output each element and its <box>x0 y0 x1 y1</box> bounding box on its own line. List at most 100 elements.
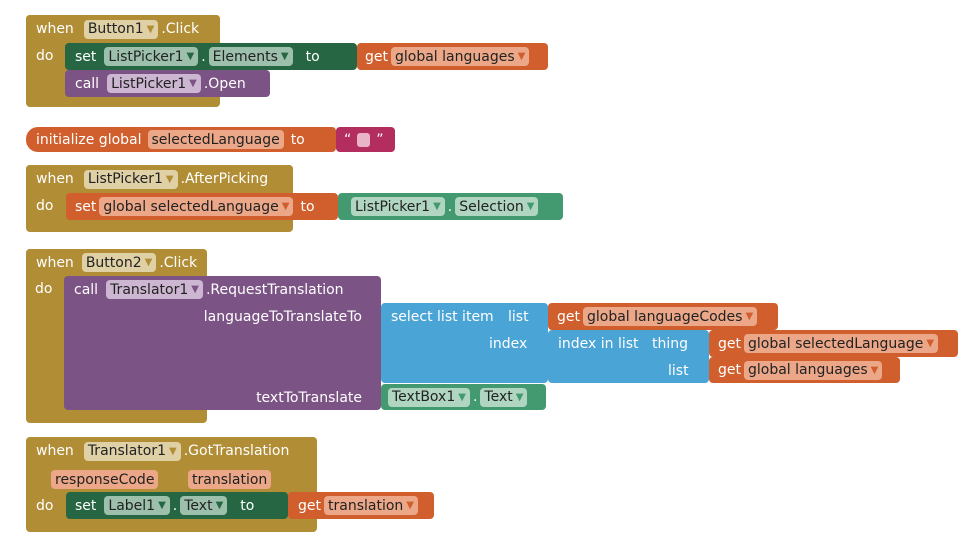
variable-dropdown[interactable]: global languageCodes▼ <box>583 307 758 326</box>
do-label: do <box>35 281 53 297</box>
dropdown-arrow-icon: ▼ <box>406 500 414 511</box>
method-name: .RequestTranslation <box>205 281 344 298</box>
param-name: responseCode <box>55 471 155 488</box>
component-name: Button1 <box>87 21 144 37</box>
dropdown-arrow-icon: ▼ <box>186 51 195 62</box>
variable-name: global selectedLanguage <box>748 335 924 352</box>
property-dropdown[interactable]: Text▼ <box>180 496 228 515</box>
call-header: call Translator1▼ .RequestTranslation <box>64 276 344 303</box>
call-method-block[interactable]: call ListPicker1▼ .Open <box>65 70 270 97</box>
param-name: translation <box>192 471 268 488</box>
component-name: Translator1 <box>110 281 189 298</box>
set-label: set <box>75 497 97 514</box>
arg-language-label: languageToTranslateTo <box>203 309 362 325</box>
dropdown-arrow-icon: ▼ <box>458 391 466 403</box>
param-translation[interactable]: translation <box>188 470 272 489</box>
dropdown-arrow-icon: ▼ <box>515 391 524 403</box>
set-property-block[interactable]: set Label1▼ . Text▼ to <box>66 492 288 519</box>
component-dropdown[interactable]: ListPicker1▼ <box>107 74 201 93</box>
index-label: index <box>489 336 528 352</box>
set-label: set <box>75 48 97 65</box>
event-header: when Button2▼ .Click <box>26 249 207 276</box>
variable-name-field[interactable]: selectedLanguage <box>147 130 284 149</box>
to-label: to <box>240 497 255 514</box>
component-name: ListPicker1 <box>111 75 187 92</box>
get-label: get <box>718 362 741 378</box>
thing-label: thing <box>652 336 689 352</box>
event-name: .Click <box>161 21 200 37</box>
dropdown-arrow-icon: ▼ <box>926 338 935 349</box>
variable-name: global languages <box>395 48 515 65</box>
variable-dropdown[interactable]: global selectedLanguage▼ <box>99 197 294 216</box>
property-dropdown[interactable]: Selection▼ <box>455 197 539 216</box>
component-dropdown[interactable]: ListPicker1▼ <box>351 197 445 216</box>
component-dropdown[interactable]: Label1▼ <box>104 496 170 515</box>
dropdown-arrow-icon: ▼ <box>189 78 197 89</box>
to-label: to <box>305 48 320 65</box>
get-variable-block[interactable]: get global languages▼ <box>709 357 900 383</box>
component-property-getter[interactable]: ListPicker1▼ . Selection▼ <box>338 193 563 220</box>
property-dropdown[interactable]: Text▼ <box>480 387 528 407</box>
arg-text-label: textToTranslate <box>256 390 362 406</box>
event-name: .Click <box>159 254 198 271</box>
select-list-item-label: select list item <box>391 309 494 325</box>
component-dropdown[interactable]: Translator1▼ <box>83 441 181 461</box>
component-dropdown[interactable]: Translator1▼ <box>106 280 203 299</box>
event-header: when Translator1▼ .GotTranslation <box>26 437 289 465</box>
dropdown-arrow-icon: ▼ <box>191 284 199 295</box>
do-label: do <box>36 198 54 214</box>
component-property-getter[interactable]: TextBox1▼ . Text▼ <box>381 384 546 410</box>
initialize-global-block[interactable]: initialize global selectedLanguage to <box>26 127 336 152</box>
open-quote: “ <box>344 131 352 148</box>
component-name: Translator1 <box>87 443 166 459</box>
set-property-block[interactable]: set ListPicker1▼ . Elements▼ to <box>65 43 357 70</box>
get-variable-block[interactable]: get global languages▼ <box>357 43 548 70</box>
dropdown-arrow-icon: ▼ <box>280 51 289 62</box>
list-label: list <box>508 309 529 325</box>
select-list-item-block[interactable] <box>381 303 548 383</box>
get-label: get <box>718 335 741 352</box>
when-label: when <box>36 21 74 37</box>
dot: . <box>172 497 178 514</box>
dropdown-arrow-icon: ▼ <box>870 364 879 376</box>
variable-dropdown[interactable]: global languages▼ <box>391 47 530 66</box>
component-dropdown[interactable]: ListPicker1▼ <box>83 169 178 189</box>
init-label: initialize global <box>36 131 142 148</box>
text-value-field[interactable] <box>357 132 371 147</box>
event-header: when ListPicker1▼ .AfterPicking <box>26 165 293 193</box>
call-label: call <box>74 281 99 298</box>
variable-dropdown[interactable]: global languages▼ <box>744 360 883 380</box>
component-name: Button2 <box>85 254 142 271</box>
index-in-list-block[interactable] <box>548 330 709 383</box>
get-variable-block[interactable]: get translation▼ <box>288 492 434 519</box>
component-dropdown[interactable]: ListPicker1▼ <box>104 47 199 66</box>
param-responsecode[interactable]: responseCode <box>51 470 159 489</box>
index-in-list-label: index in list <box>558 336 639 352</box>
variable-name: translation <box>328 497 404 514</box>
dropdown-arrow-icon: ▼ <box>215 500 224 511</box>
get-variable-block[interactable]: get global languageCodes▼ <box>548 303 778 330</box>
property-dropdown[interactable]: Elements▼ <box>208 47 293 66</box>
component-name: Label1 <box>108 497 156 514</box>
component-dropdown[interactable]: Button2▼ <box>81 253 157 272</box>
set-variable-block[interactable]: set global selectedLanguage▼ to <box>66 193 338 220</box>
component-dropdown[interactable]: Button1▼ <box>83 19 159 39</box>
variable-name: selectedLanguage <box>151 131 280 148</box>
dropdown-arrow-icon: ▼ <box>526 201 535 212</box>
call-label: call <box>75 75 100 92</box>
component-name: ListPicker1 <box>355 198 431 215</box>
variable-dropdown[interactable]: translation▼ <box>324 496 418 515</box>
dropdown-arrow-icon: ▼ <box>144 257 153 268</box>
set-label: set <box>75 198 97 215</box>
get-variable-block[interactable]: get global selectedLanguage▼ <box>709 330 958 357</box>
text-string-block[interactable]: “ ” <box>336 127 395 152</box>
dropdown-arrow-icon: ▼ <box>281 201 290 212</box>
dot: . <box>447 198 453 215</box>
component-dropdown[interactable]: TextBox1▼ <box>388 387 470 407</box>
to-label: to <box>290 131 305 148</box>
when-label: when <box>36 443 74 459</box>
dropdown-arrow-icon: ▼ <box>517 51 526 62</box>
variable-name: global languages <box>748 362 868 378</box>
method-name: .Open <box>203 75 246 92</box>
variable-dropdown[interactable]: global selectedLanguage▼ <box>744 334 939 353</box>
